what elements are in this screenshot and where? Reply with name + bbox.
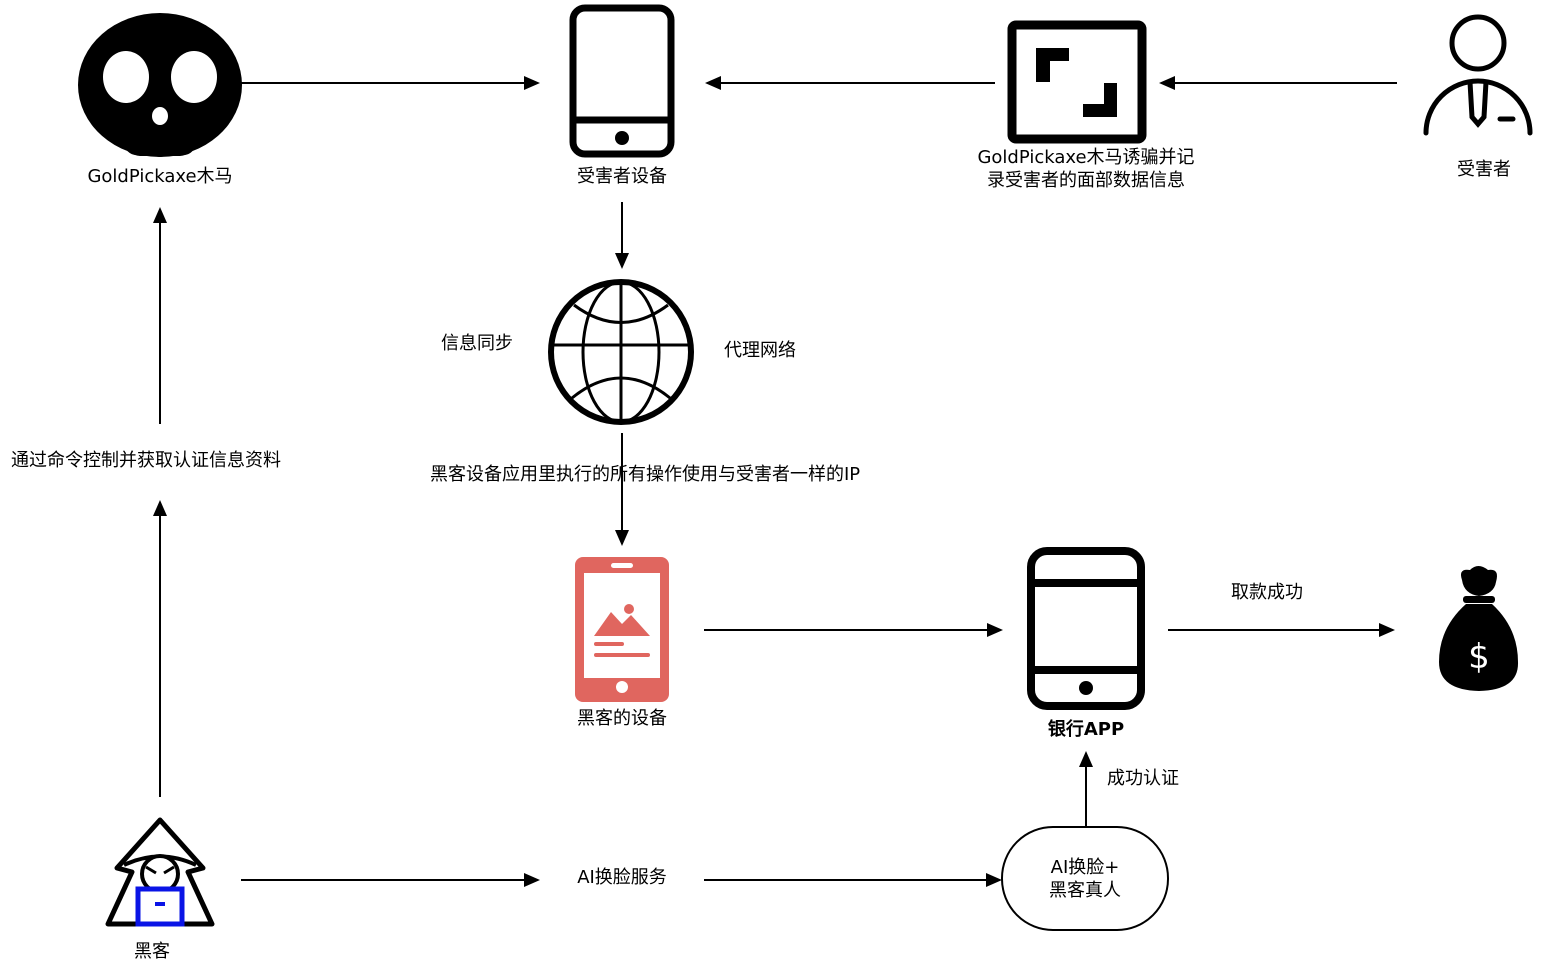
same-ip-label: 黑客设备应用里执行的所有操作使用与受害者一样的IP	[430, 464, 861, 485]
arrowhead-up	[153, 207, 167, 223]
info-sync-label: 信息同步	[441, 333, 513, 354]
arrowhead-up	[1079, 751, 1093, 767]
edge-trojan-to-victim-device	[240, 76, 540, 90]
dollar-sign-glyph: $	[1468, 637, 1490, 677]
edge-hacker-device-to-bank-app	[704, 623, 1003, 637]
edges	[153, 76, 1397, 887]
arrowhead-left	[705, 76, 721, 90]
ai-face-swap-label-line1: AI换脸+	[1050, 856, 1120, 878]
person-icon	[1423, 14, 1533, 136]
arrowhead-right	[1379, 623, 1395, 637]
arrowhead-right	[524, 873, 540, 887]
auth-success-label: 成功认证	[1107, 768, 1179, 789]
arrowhead-left	[1159, 76, 1175, 90]
trojan-label: GoldPickaxe木马	[87, 166, 233, 187]
edge-bank-app-to-money	[1168, 623, 1395, 637]
money-bag-icon: $	[1439, 566, 1519, 691]
edge-hacker-to-ai-service	[241, 873, 540, 887]
arrowhead-up	[153, 500, 167, 516]
arrowhead-right	[987, 623, 1003, 637]
globe-icon	[548, 279, 694, 425]
hacker-device-label: 黑客的设备	[577, 708, 667, 729]
hooded-hacker-icon	[105, 817, 215, 927]
edge-face-swap-to-bank-app	[1079, 751, 1093, 826]
ai-face-swap-node: AI换脸+ 黑客真人	[1001, 826, 1169, 931]
tablet-image-icon	[575, 557, 669, 702]
edge-victim-to-face-capture	[1159, 76, 1397, 90]
skull-icon	[78, 13, 242, 157]
arrowhead-down	[615, 253, 629, 269]
edge-ai-service-to-face-swap	[704, 873, 1002, 887]
smartphone-icon	[569, 4, 675, 158]
hacker-label: 黑客	[134, 941, 170, 962]
withdraw-success-label: 取款成功	[1231, 582, 1303, 603]
victim-device-label: 受害者设备	[577, 166, 667, 187]
arrowhead-right	[524, 76, 540, 90]
victim-label: 受害者	[1457, 159, 1511, 180]
edge-victim-device-to-globe	[615, 202, 629, 269]
arrowhead-right	[986, 873, 1002, 887]
face-scan-frame-icon	[1007, 20, 1147, 144]
face-capture-label-line2: 录受害者的面部数据信息	[987, 170, 1185, 191]
ai-service-label: AI换脸服务	[577, 867, 667, 888]
edge-hacker-to-trojan	[153, 207, 167, 797]
arrowhead-down	[615, 530, 629, 546]
ai-face-swap-label-line2: 黑客真人	[1049, 879, 1121, 901]
face-capture-label-line1: GoldPickaxe木马诱骗并记	[977, 147, 1195, 168]
edge-face-capture-to-victim-device	[705, 76, 995, 90]
proxy-network-label: 代理网络	[724, 340, 796, 361]
bank-phone-icon	[1027, 547, 1145, 710]
command-control-label: 通过命令控制并获取认证信息资料	[11, 450, 281, 471]
edge-globe-to-hacker-device	[615, 433, 629, 546]
bank-app-label: 银行APP	[1047, 719, 1125, 740]
